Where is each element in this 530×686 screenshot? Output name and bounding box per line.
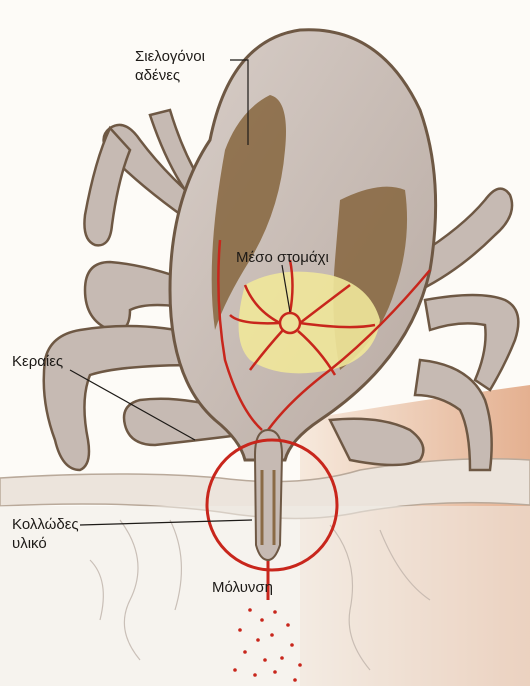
salivary-glands-label-line2: αδένες [135,66,205,85]
mouthparts [255,430,282,560]
salivary-glands-label: Σιελογόνοι αδένες [135,47,205,85]
tick-body [170,30,436,460]
cement-label-line2: υλικό [12,534,79,553]
infection-label: Μόλυνση [212,578,273,597]
antennae-label: Κεραίες [12,352,63,371]
cement-label-line1: Κολλώδες [12,515,79,534]
cement-label: Κολλώδες υλικό [12,515,79,553]
salivary-glands-label-line1: Σιελογόνοι [135,47,205,66]
midgut-label: Μέσο στομάχι [236,248,329,267]
